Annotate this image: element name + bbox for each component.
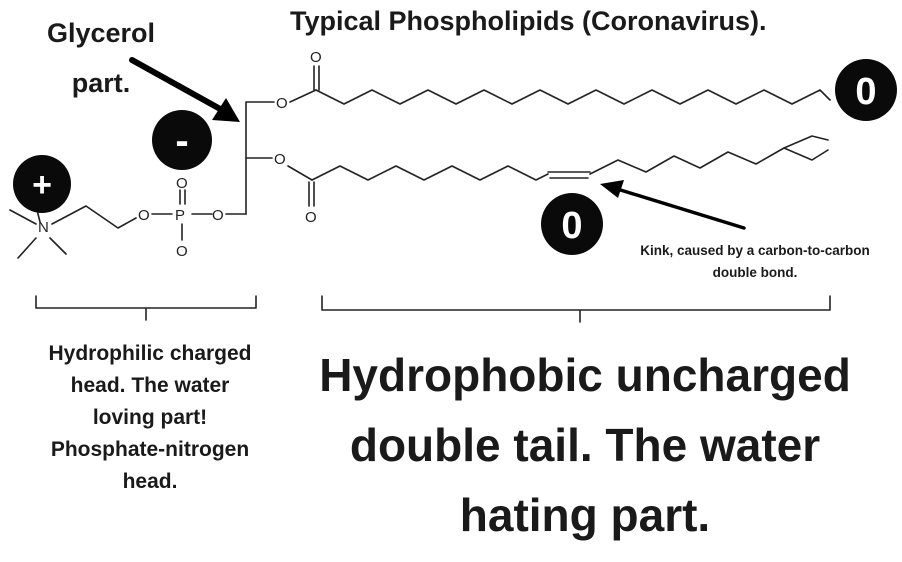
nitrogen-atom: N (38, 219, 49, 236)
neutral-circle-top (835, 59, 897, 121)
oxygen-atom-4: O (212, 207, 224, 224)
glycerol-arrowhead (212, 98, 240, 122)
lower-ester (287, 165, 313, 181)
phosphorus-atom: P (175, 207, 185, 224)
kink-label: Kink, caused by a carbon-to-carbon doubl… (640, 243, 870, 280)
head-caption: Hydrophilic charged head. The water lovi… (48, 342, 252, 493)
oxygen-atom-7: O (274, 151, 286, 168)
oxygen-atom-3: O (176, 243, 188, 260)
positive-charge-circle (13, 155, 71, 213)
tail-caption: Hydrophobic uncharged double tail. The w… (319, 349, 851, 541)
glycerol-label: Glycerol part. (46, 18, 156, 98)
oxygen-atom-5: O (276, 95, 288, 112)
head-brace (35, 295, 257, 321)
oxygen-atom-1: O (138, 207, 150, 224)
glycerol-backbone (245, 101, 275, 215)
neutral-symbol-kink: 0 (561, 205, 582, 247)
negative-charge-symbol: - (175, 119, 188, 163)
tail-brace (321, 295, 831, 323)
oxygen-atom-6: O (310, 49, 322, 66)
methyl-bond-3 (17, 237, 37, 259)
glycerol-arrow (129, 57, 225, 113)
choline-chain (51, 205, 137, 229)
upper-tail (315, 89, 831, 105)
kink-arrowhead (600, 180, 624, 198)
methyl-bond-4 (49, 237, 67, 255)
diagram-title: Typical Phospholipids (Coronavirus). (290, 6, 767, 36)
neutral-symbol-top: 0 (855, 71, 876, 113)
oxygen-atom-8: O (305, 209, 317, 226)
lower-tail-a (311, 165, 549, 181)
lower-tail-c (783, 135, 829, 149)
negative-charge-circle (152, 110, 212, 170)
positive-charge-symbol: + (32, 166, 52, 204)
upper-ester (289, 89, 317, 103)
kink-arrow (612, 186, 746, 230)
neutral-circle-kink (541, 193, 603, 255)
methyl-bond-1 (9, 209, 37, 225)
lower-tail-b (589, 147, 829, 175)
oxygen-atom-2: O (176, 175, 188, 192)
